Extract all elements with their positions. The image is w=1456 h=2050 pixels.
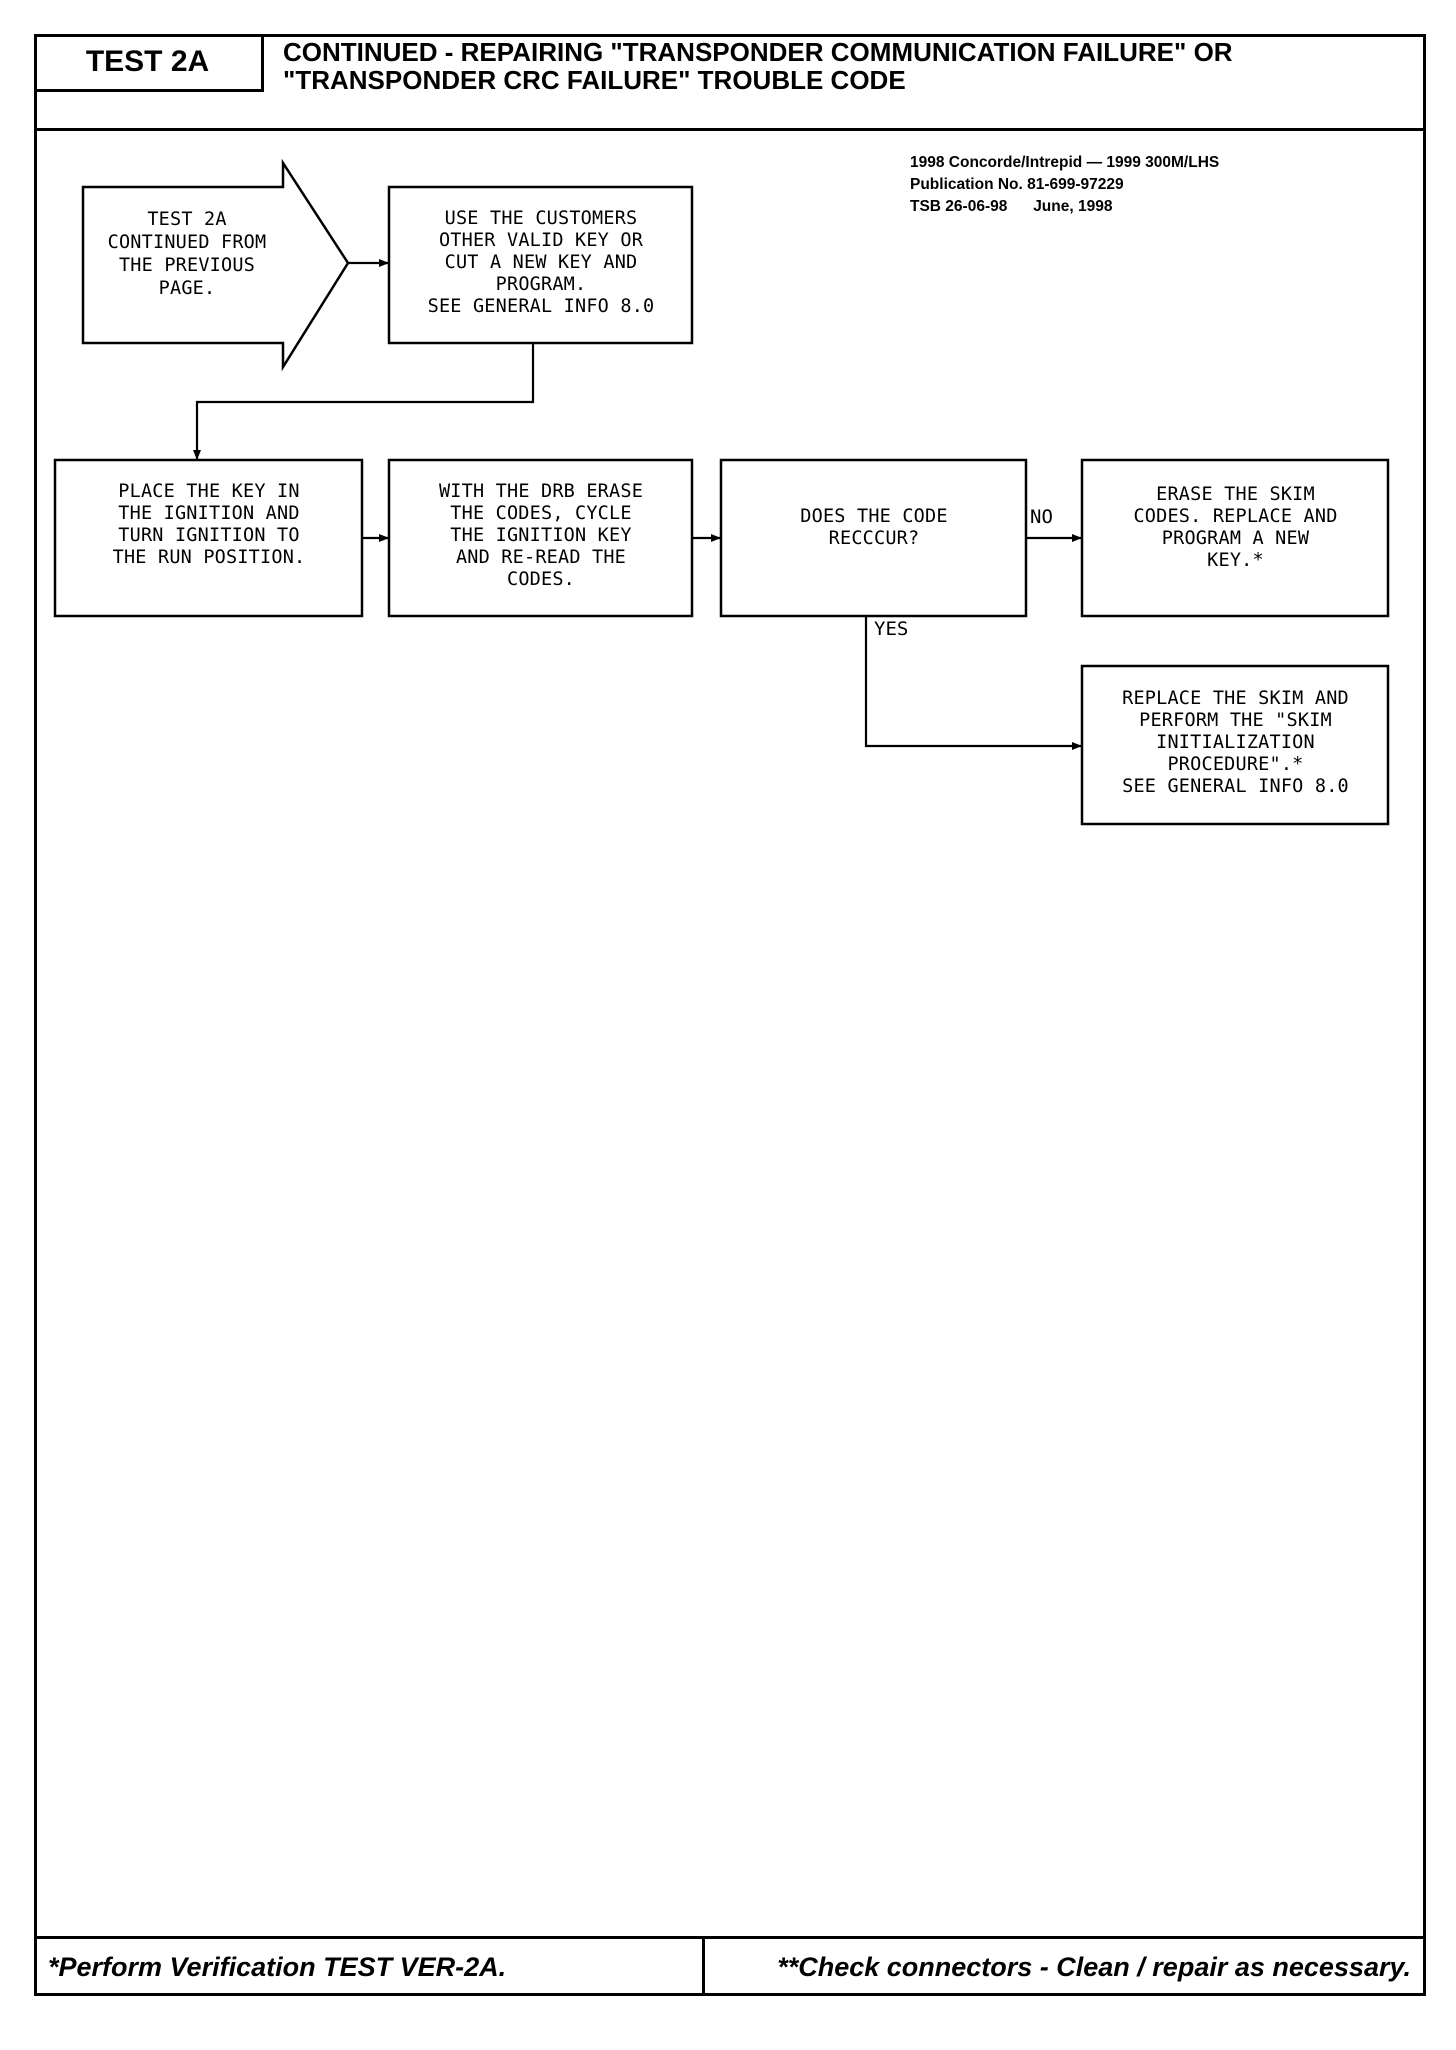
test-label: TEST 2A <box>34 34 264 92</box>
publication-info: 1998 Concorde/Intrepid — 1999 300M/LHS P… <box>910 152 1219 218</box>
publication-line-3: TSB 26-06-98 June, 1998 <box>910 198 1113 215</box>
drb-erase-text: WITH THE DRB ERASE THE CODES, CYCLE THE … <box>438 481 644 590</box>
footer-right-note: **Check connectors - Clean / repair as n… <box>777 1951 1411 1982</box>
page-title: CONTINUED - REPAIRING "TRANSPONDER COMMU… <box>283 38 1403 94</box>
decision-text: DOES THE CODE RECCCUR? <box>800 506 948 549</box>
no-label: NO <box>1030 506 1053 528</box>
page-frame <box>34 34 1426 1996</box>
connector-yes-branch <box>864 616 1082 750</box>
title-line-1: CONTINUED - REPAIRING "TRANSPONDER COMMU… <box>283 37 1233 67</box>
connector-use-key-to-place-key <box>193 343 535 460</box>
footer-divider <box>34 1936 1426 1939</box>
use-key-text: USE THE CUSTOMERS OTHER VALID KEY OR CUT… <box>427 208 655 317</box>
use-key-box <box>387 185 694 345</box>
publication-line-2: Publication No. 81-699-97229 <box>910 176 1124 193</box>
footer-separator <box>702 1936 705 1996</box>
replace-skim-box <box>1080 664 1390 826</box>
start-text: TEST 2A CONTINUED FROM THE PREVIOUS PAGE… <box>107 209 267 299</box>
replace-skim-text: REPLACE THE SKIM AND PERFORM THE "SKIM I… <box>1122 688 1349 797</box>
header-divider <box>34 128 1426 131</box>
publication-line-1: 1998 Concorde/Intrepid — 1999 300M/LHS <box>910 154 1220 171</box>
erase-skim-box <box>1080 458 1390 618</box>
start-arrow-shape <box>81 158 350 372</box>
yes-label: YES <box>874 618 909 640</box>
erase-skim-text: ERASE THE SKIM CODES. REPLACE AND PROGRA… <box>1133 484 1338 571</box>
footer-left-note: *Perform Verification TEST VER-2A. <box>48 1951 507 1982</box>
place-key-text: PLACE THE KEY IN THE IGNITION AND TURN I… <box>112 481 306 568</box>
title-line-2: "TRANSPONDER CRC FAILURE" TROUBLE CODE <box>283 65 906 95</box>
